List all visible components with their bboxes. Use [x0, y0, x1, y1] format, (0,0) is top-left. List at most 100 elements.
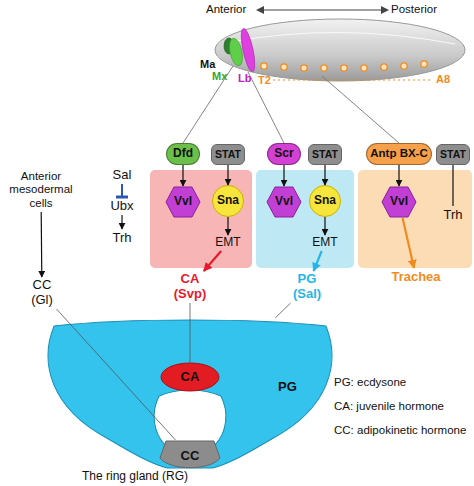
hormone-note: CC: adipokinetic hormone: [334, 424, 466, 437]
arrow-connector: [227, 217, 228, 235]
figure-heading: The ring gland (RG): [82, 470, 188, 484]
axis-label: Posterior: [391, 3, 437, 16]
placode: [281, 64, 287, 70]
placode: [341, 65, 347, 71]
stat-box: STAT: [436, 144, 470, 165]
node-text: STAT: [312, 148, 338, 160]
leader-line: [322, 76, 399, 143]
cell-origin-label: Anterior mesodermal cells: [2, 168, 80, 212]
node-text: Vvl: [390, 195, 408, 209]
node-text: EMT: [215, 236, 240, 250]
leader-line: [452, 165, 453, 206]
arrow-connector: [121, 215, 122, 229]
node-text: Ubx: [110, 199, 133, 214]
embryo-fold: [230, 32, 455, 44]
process-label: EMT: [308, 235, 342, 251]
placode: [361, 65, 367, 71]
axis-line: [262, 9, 383, 10]
corpora-cardiaca: CC: [158, 440, 222, 472]
placode: [381, 64, 387, 70]
placode: [301, 65, 307, 71]
gland-region-label: PG: [278, 380, 297, 395]
hormone-note: CA: juvenile hormone: [334, 400, 444, 413]
expression-region: [150, 170, 252, 268]
node-text: Sna: [314, 194, 336, 208]
arrow-connector: [121, 184, 123, 197]
segment-label: Mx: [212, 70, 227, 83]
gene-pill: Scr: [267, 143, 301, 165]
corpora-allata: CA: [160, 362, 220, 392]
leader-line: [275, 303, 290, 318]
node-text: Trh: [443, 208, 462, 223]
gene-pill: Dfd: [166, 143, 200, 165]
node-text: Sal: [113, 168, 132, 183]
gene-label: Trh: [437, 206, 469, 224]
node-text: STAT: [440, 148, 466, 160]
expression-region: [256, 170, 354, 268]
cc-shape: [160, 441, 220, 468]
node-text: EMT: [312, 236, 337, 250]
fate-label: Trachea: [388, 268, 444, 286]
axis-head: [256, 6, 264, 14]
node-text: Vvl: [275, 195, 293, 209]
ellipse-shape: [161, 363, 219, 391]
segment-range-line: [273, 79, 433, 80]
process-label: EMT: [211, 235, 245, 251]
arrow-connector: [204, 251, 221, 271]
stat-box: STAT: [211, 144, 245, 165]
stat-box: STAT: [308, 144, 342, 165]
hormone-note: PG: ecdysone: [334, 376, 406, 389]
fate-label: CA (Svp): [168, 271, 212, 303]
placode: [421, 61, 427, 67]
segment-label: Lb: [238, 72, 251, 85]
node-text: CC: [181, 449, 200, 464]
arrow-connector: [41, 212, 43, 277]
placode: [261, 63, 267, 69]
ring-gland-shape: [48, 320, 332, 468]
hexagon-shape: [267, 187, 301, 217]
arrow-connector: [324, 217, 325, 235]
labial-segment: [239, 27, 258, 72]
embryo-outline: [215, 19, 465, 81]
node-text: CC (Gl): [20, 278, 64, 308]
node-text: Antp BX-C: [370, 147, 428, 160]
vvl-hexagon: Vvl: [381, 186, 417, 218]
ring-gland: PG The ring gland (RG) CA CC: [46, 318, 334, 484]
hexagon-shape: [166, 187, 200, 217]
vvl-hexagon: Vvl: [266, 186, 302, 218]
node-text: PG (Sal): [284, 272, 330, 302]
placode: [401, 63, 407, 69]
arrow-connector: [324, 165, 325, 185]
expression-region: [358, 170, 472, 268]
node-text: Dfd: [173, 147, 193, 161]
node-text: CA: [181, 370, 200, 385]
node-text: Sna: [217, 194, 239, 208]
arrow-connector: [398, 165, 399, 186]
axis-head: [381, 6, 389, 14]
segment-label: T2: [258, 74, 271, 87]
hexagon-shape: [382, 187, 416, 217]
gene-label: Trh: [106, 229, 138, 247]
placode: [321, 65, 327, 71]
arrow-connector: [182, 165, 183, 186]
arrow-connector: [283, 165, 284, 186]
fate-label: CC (Gl): [20, 277, 64, 309]
arrow-connector: [314, 251, 322, 271]
gene-label: Sal: [107, 166, 137, 184]
vvl-hexagon: Vvl: [165, 186, 201, 218]
node-text: Trachea: [391, 270, 440, 285]
sna-circle: Sna: [309, 185, 341, 217]
node-text: CA (Svp): [168, 272, 212, 302]
node-text: Vvl: [174, 195, 192, 209]
gene-label: Ubx: [106, 197, 138, 215]
node-text: STAT: [215, 148, 241, 160]
leader-line: [248, 72, 284, 143]
axis-label: Anterior: [206, 3, 246, 16]
leader-line: [183, 66, 233, 143]
segment-label: Ma: [200, 58, 215, 71]
arrow-connector: [403, 218, 414, 268]
gene-pill: Antp BX-C: [366, 143, 432, 165]
fate-label: PG (Sal): [284, 271, 330, 303]
node-text: Trh: [112, 231, 131, 246]
